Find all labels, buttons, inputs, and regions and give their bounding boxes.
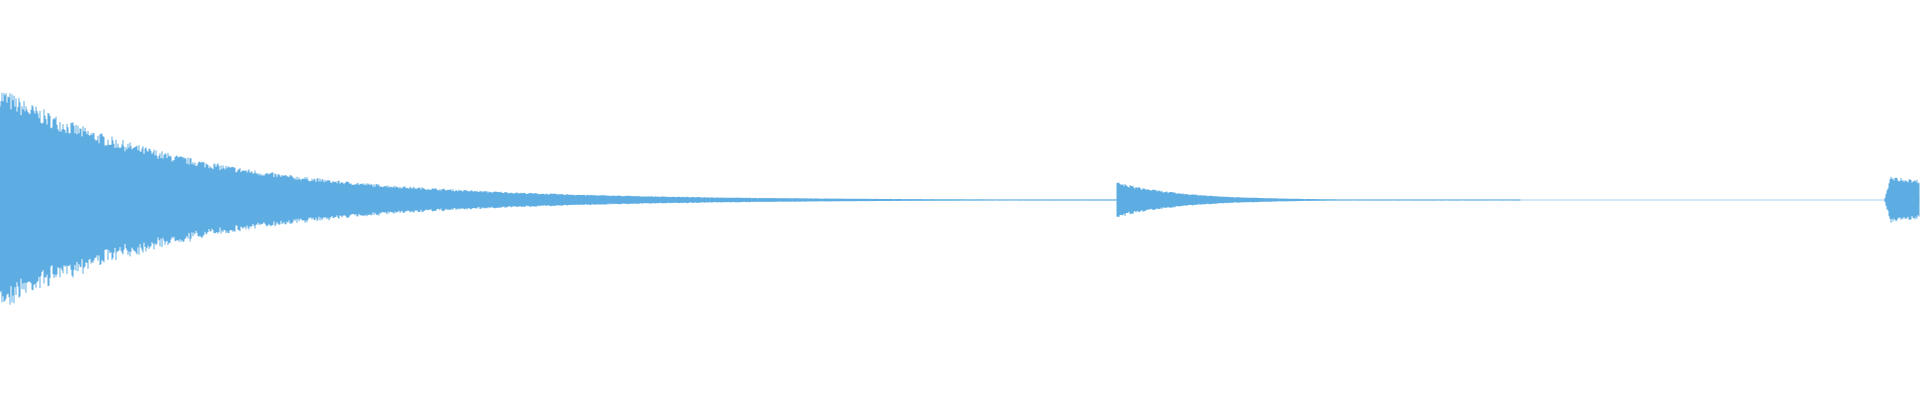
waveform-transient-1 [0,92,1152,305]
waveform-events [0,92,1920,305]
waveform-transient-2 [1116,182,1521,217]
waveform-transient-3 [1884,176,1920,223]
